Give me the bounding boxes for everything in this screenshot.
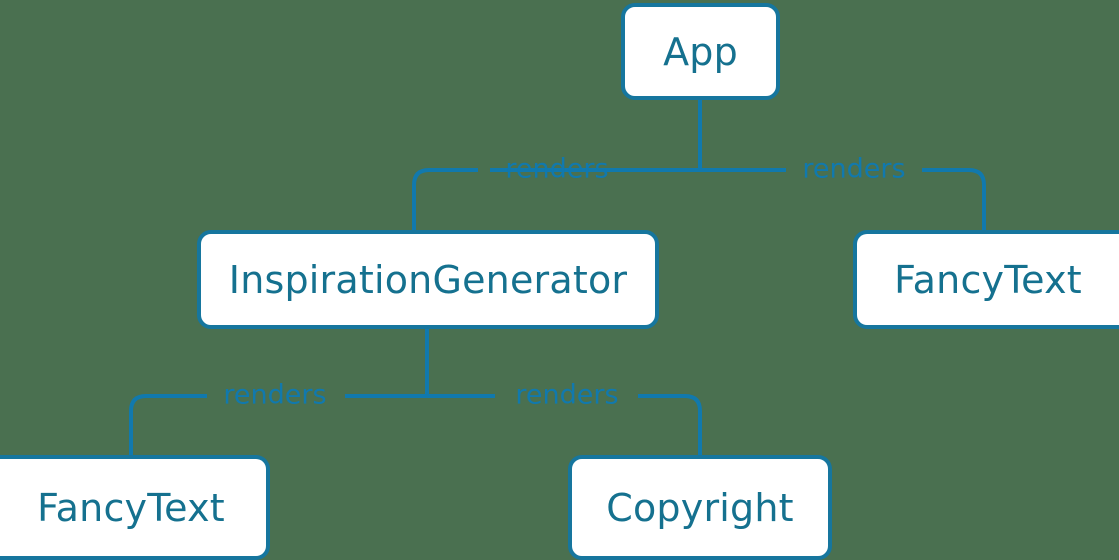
edge-app-to-fancytext-right [700,168,986,230]
node-fancytext-bottom-left[interactable]: FancyText [0,455,270,560]
node-inspirationgenerator[interactable]: InspirationGenerator [197,230,659,329]
node-app-label: App [663,29,738,74]
edge-app-to-inspirationgenerator [412,168,700,230]
edge-label-app-renders-right: renders [802,154,905,185]
edge-label-app-renders-left: renders [505,154,608,185]
edge-inspirationgenerator-to-fancytext [129,394,427,455]
node-app[interactable]: App [621,3,780,100]
edge-label-inspirationgenerator-renders-right: renders [515,380,618,411]
node-fancytext-bottom-left-label: FancyText [37,485,225,530]
edge-inspirationgenerator-to-copyright [427,394,702,455]
edge-label-inspirationgenerator-renders-left: renders [223,380,326,411]
node-inspirationgenerator-label: InspirationGenerator [228,257,628,302]
node-copyright[interactable]: Copyright [568,455,832,560]
node-fancytext-right[interactable]: FancyText [853,230,1119,329]
node-fancytext-right-label: FancyText [894,257,1082,302]
node-copyright-label: Copyright [606,485,794,530]
